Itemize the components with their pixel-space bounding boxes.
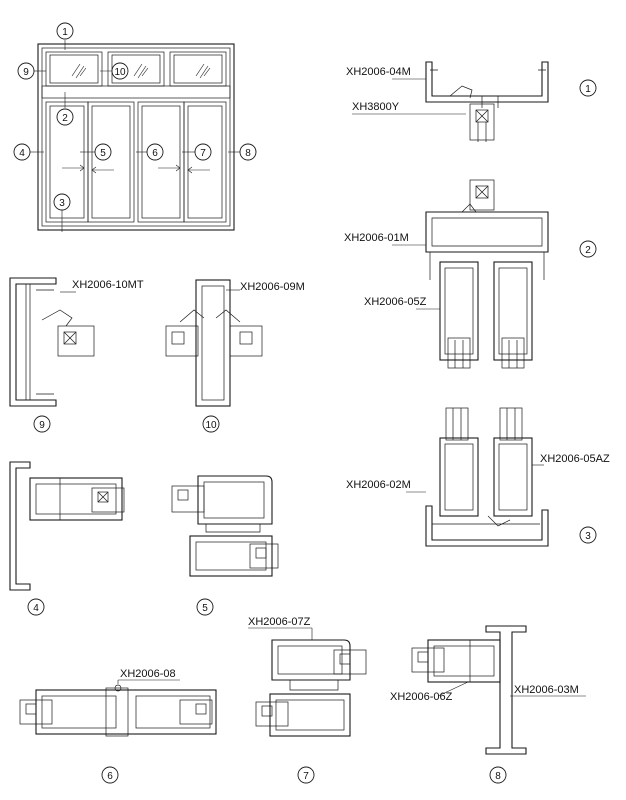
callout-3-label: 3 [59, 198, 65, 209]
s8-label-06z: XH2006-06Z [390, 691, 453, 703]
s2-label-01m: XH2006-01M [344, 232, 409, 244]
section-6: XH2006-08 6 [19, 668, 217, 784]
callout-7-label: 7 [200, 148, 206, 159]
section-8-number: 8 [495, 771, 501, 782]
section-10-number-circle [202, 415, 220, 433]
s3-label-05az: XH2006-05AZ [540, 453, 610, 465]
section-2: XH2006-01M XH2006-05Z 2 [344, 179, 597, 369]
callout-8 [239, 143, 257, 161]
callout-8-label: 8 [245, 148, 251, 159]
section-1: XH2006-04M XH3800Y 1 [346, 61, 597, 142]
section-7-number: 7 [303, 771, 309, 782]
section-5-number: 5 [202, 603, 208, 614]
section-1-number: 1 [585, 84, 591, 95]
callout-4 [13, 143, 31, 161]
callout-9-label: 9 [23, 67, 29, 78]
s6-label-08: XH2006-08 [120, 668, 176, 680]
section-2-number-circle [579, 240, 597, 258]
callout-2-label: 2 [62, 113, 68, 124]
callout-1-label: 1 [62, 27, 68, 38]
callout-7 [194, 143, 212, 161]
section-5-number-circle [196, 598, 214, 616]
window-elevation: 1 2 3 4 5 6 7 8 9 10 [13, 22, 257, 232]
callout-5-label: 5 [100, 148, 106, 159]
callout-1 [56, 22, 74, 40]
callout-3 [53, 193, 71, 211]
section-1-number-circle [579, 79, 597, 97]
section-8-number-circle [489, 766, 507, 784]
s8-label-03m: XH2006-03M [514, 684, 579, 696]
section-4-number-circle [27, 598, 45, 616]
s9-label-10mt: XH2006-10MT [72, 279, 144, 291]
section-10-number: 10 [205, 420, 217, 431]
callout-2 [56, 108, 74, 126]
callout-4-label: 4 [19, 148, 25, 159]
section-5: 5 [171, 475, 279, 616]
s1-label-04m: XH2006-04M [346, 66, 411, 78]
section-9-number-circle [33, 415, 51, 433]
s3-label-02m: XH2006-02M [346, 479, 411, 491]
callout-6-label: 6 [152, 148, 158, 159]
section-3-number: 3 [585, 531, 591, 542]
s10-label-09m: XH2006-09M [240, 281, 305, 293]
callout-9 [17, 62, 35, 80]
section-6-number: 6 [107, 771, 113, 782]
s1-label-3800y: XH3800Y [352, 101, 400, 113]
section-8: XH2006-06Z XH2006-03M 8 [390, 625, 586, 784]
callout-6 [146, 143, 164, 161]
section-6-number-circle [101, 766, 119, 784]
section-9-number: 9 [39, 420, 45, 431]
section-9: XH2006-10MT 9 [9, 277, 144, 433]
section-4: 4 [9, 461, 125, 616]
section-7-number-circle [297, 766, 315, 784]
s2-label-05z: XH2006-05Z [364, 296, 427, 308]
s7-label-07z: XH2006-07Z [248, 616, 311, 628]
section-3-number-circle [579, 526, 597, 544]
section-10: XH2006-09M 10 [165, 279, 305, 433]
section-7: XH2006-07Z 7 [248, 616, 367, 784]
section-2-number: 2 [585, 245, 591, 256]
section-3: XH2006-02M XH2006-05AZ 3 [346, 407, 610, 547]
callout-5 [94, 143, 112, 161]
callout-10 [111, 62, 129, 80]
callout-10-label: 10 [114, 67, 126, 78]
section-4-number: 4 [33, 603, 39, 614]
